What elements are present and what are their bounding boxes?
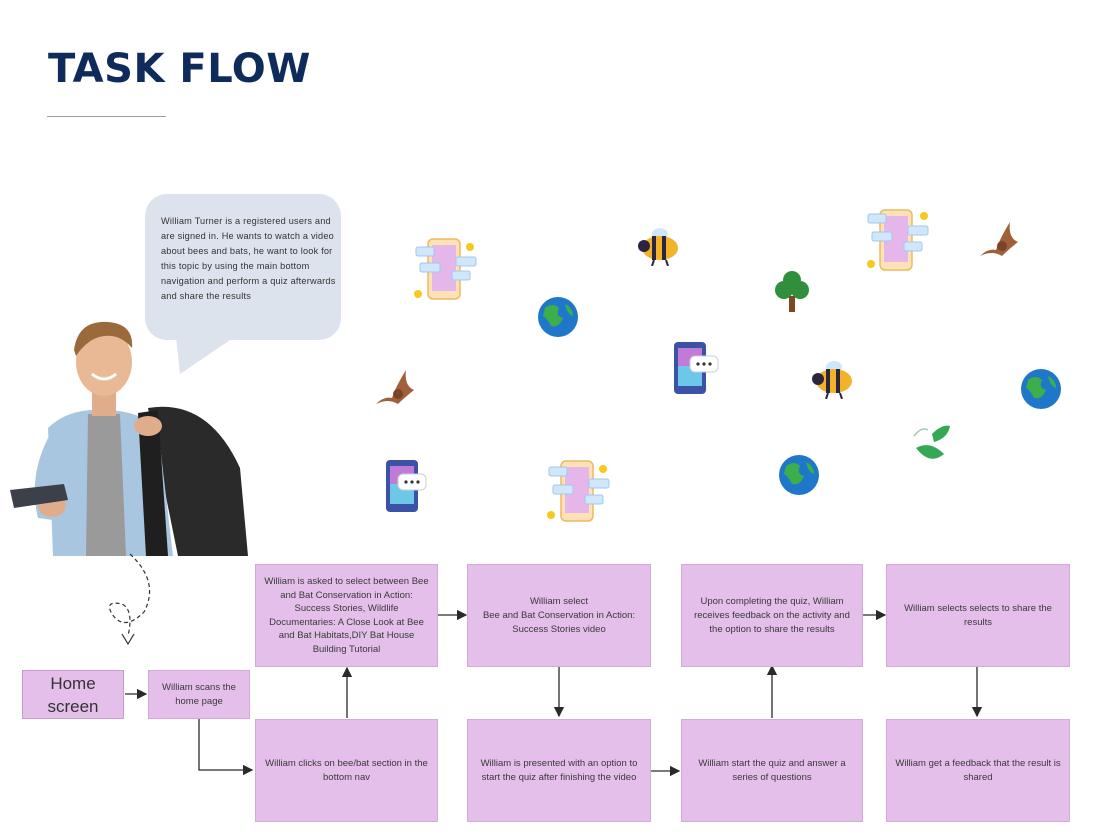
speech-bubble-tail <box>176 336 236 374</box>
phone-chat-icon <box>547 460 610 522</box>
presented-quiz-option-node: William is presented with an option to s… <box>467 719 651 822</box>
leaf-icon <box>913 425 950 459</box>
start-quiz-node: William start the quiz and answer a seri… <box>681 719 863 822</box>
page-title: TASK FLOW <box>48 46 311 92</box>
speech-bubble <box>145 194 341 340</box>
phone-chat-icon <box>414 238 477 300</box>
share-results-node: William selects selects to share the res… <box>886 564 1070 667</box>
bat-icon <box>376 370 414 404</box>
mobile-message-icon <box>674 342 719 394</box>
bee-icon <box>812 361 852 399</box>
scan-home-node: William scans the home page <box>148 670 250 719</box>
title-divider <box>47 116 166 117</box>
earth-icon <box>538 297 578 337</box>
bat-icon <box>980 222 1018 256</box>
home-screen-node: Home screen <box>22 670 124 719</box>
persona-photo <box>10 321 248 556</box>
bee-icon <box>638 228 678 266</box>
earth-icon <box>779 455 819 495</box>
result-shared-node: William get a feedback that the result i… <box>886 719 1070 822</box>
select-video-node: William select Bee and Bat Conservation … <box>467 564 651 667</box>
quiz-feedback-node: Upon completing the quiz, William receiv… <box>681 564 863 667</box>
clicks-bee-bat-node: William clicks on bee/bat section in the… <box>255 719 438 822</box>
phone-chat-icon <box>867 209 929 271</box>
persona-speech: William Turner is a registered users and… <box>161 216 336 301</box>
earth-icon <box>1021 369 1061 409</box>
select-options-node: William is asked to select between Bee a… <box>255 564 438 667</box>
tree-icon <box>775 271 809 312</box>
mobile-message-icon <box>386 460 427 512</box>
dashed-loop-arrow <box>109 553 151 646</box>
